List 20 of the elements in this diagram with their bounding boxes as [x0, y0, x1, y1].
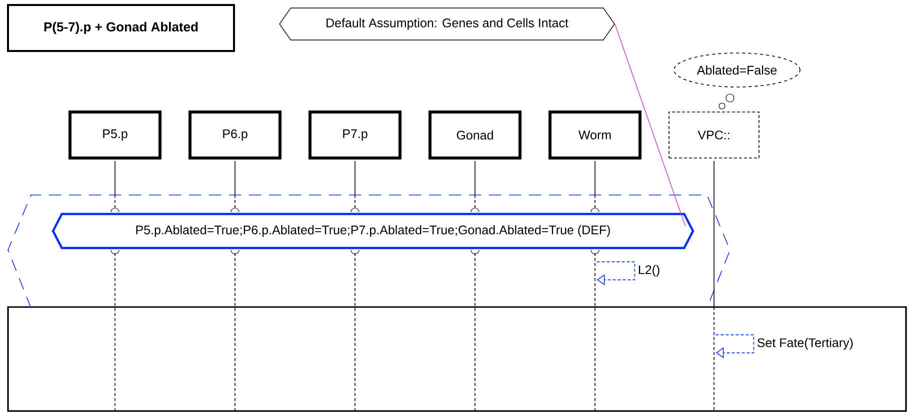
lifeline [354, 160, 356, 412]
edge-label: L2() [638, 264, 660, 277]
participant-box: VPC:: [668, 112, 760, 158]
note-box: Default Assumption: Genes and Cells Intact [279, 8, 615, 40]
thought-bubble: Ablated=False [674, 52, 800, 88]
participant-box: P5.p [68, 110, 162, 160]
self-message-arrow [596, 261, 636, 286]
title-box: P(5-7).p + Gonad Ablated [7, 4, 235, 52]
participant-box: P6.p [188, 110, 282, 160]
lifeline [474, 160, 476, 412]
participant-box: Gonad [428, 110, 522, 160]
lifeline [594, 160, 596, 412]
participant-box: P7.p [308, 110, 402, 160]
note-connector [614, 24, 686, 226]
edge-label: Set Fate(Tertiary) [757, 338, 853, 350]
participant-box: Worm [548, 110, 642, 160]
lifeline [234, 160, 236, 412]
condition-hexagon: P5.p.Ablated=True;P6.p.Ablated=True;P7.p.Ablated=True;Gonad.Ablated=True (DEF) [52, 208, 694, 254]
lifeline [114, 160, 116, 412]
self-message-arrow [715, 334, 754, 358]
